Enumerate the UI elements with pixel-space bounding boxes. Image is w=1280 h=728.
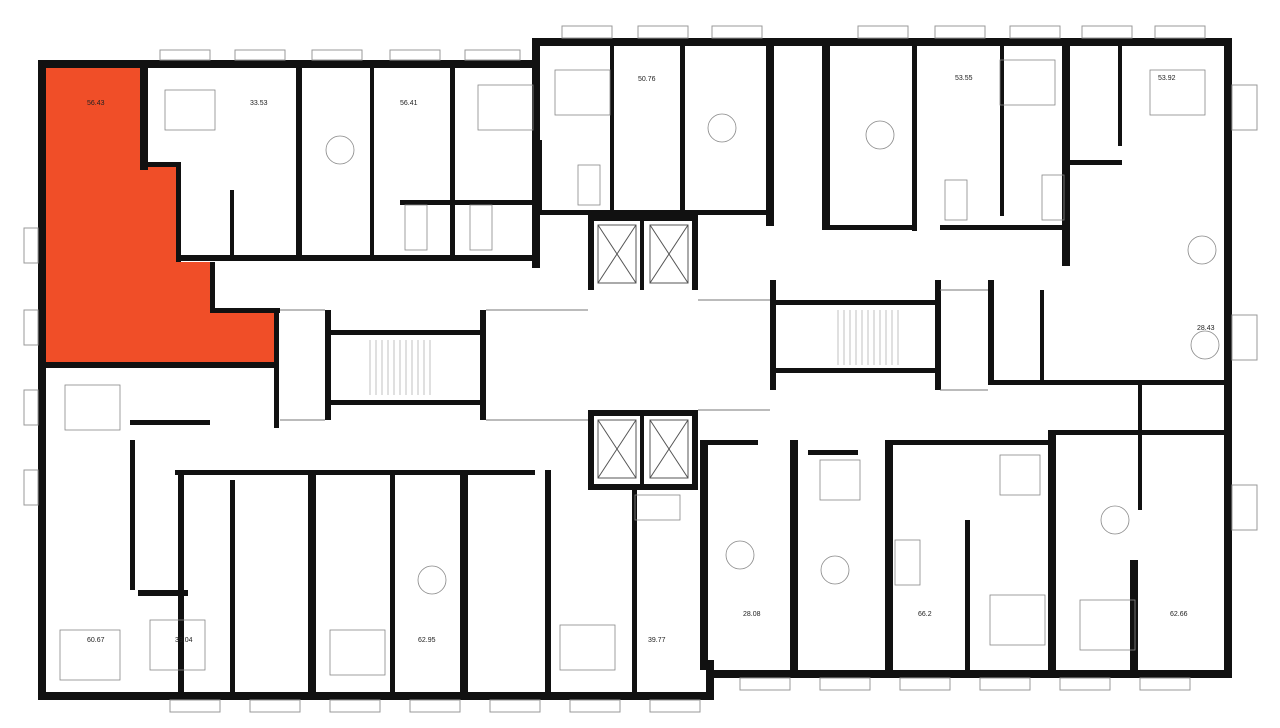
- exterior-walls: [38, 38, 1232, 700]
- area-label: 28.08: [743, 611, 761, 618]
- area-label: 33.53: [250, 100, 268, 107]
- area-label: 62.95: [418, 637, 436, 644]
- area-label: 53.55: [955, 75, 973, 82]
- area-label: 39.77: [648, 637, 666, 644]
- area-label: 28.43: [1197, 325, 1215, 332]
- stairs: [369, 310, 899, 395]
- corridor: [280, 289, 988, 421]
- interior-walls: [38, 46, 1228, 692]
- area-label: 66.2: [918, 611, 932, 618]
- area-label: 39.04: [175, 637, 193, 644]
- area-label: 53.92: [1158, 75, 1176, 82]
- windows: [23, 25, 1258, 713]
- furniture: [59, 59, 1220, 681]
- area-label: 56.43: [87, 100, 105, 107]
- area-label: 50.76: [638, 76, 656, 83]
- highlighted-apartment[interactable]: [40, 62, 278, 365]
- area-label: 56.41: [400, 100, 418, 107]
- elevators: [597, 224, 689, 479]
- area-label: 60.67: [87, 637, 105, 644]
- area-label: 62.66: [1170, 611, 1188, 618]
